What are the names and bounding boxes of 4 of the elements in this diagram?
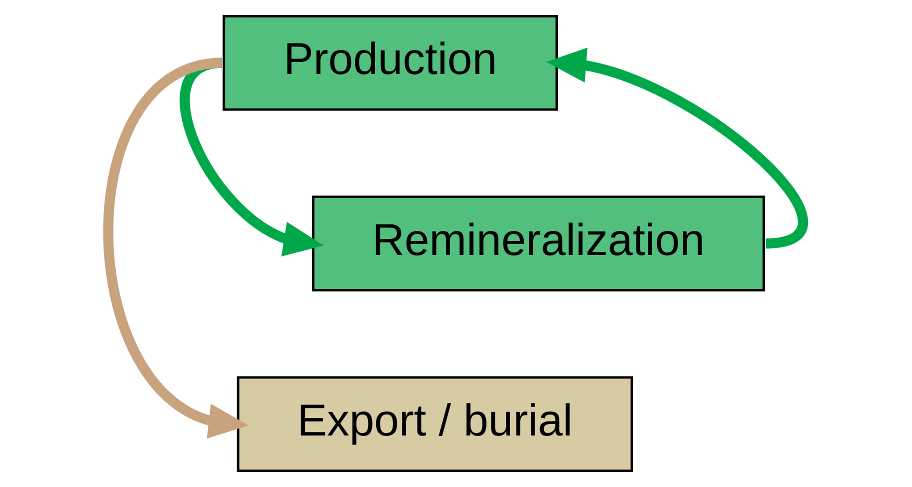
node-box: Remineralization	[312, 196, 765, 292]
node-box: Production	[222, 14, 558, 111]
node-box: Export / burial	[236, 376, 634, 472]
arrow	[103, 58, 249, 439]
